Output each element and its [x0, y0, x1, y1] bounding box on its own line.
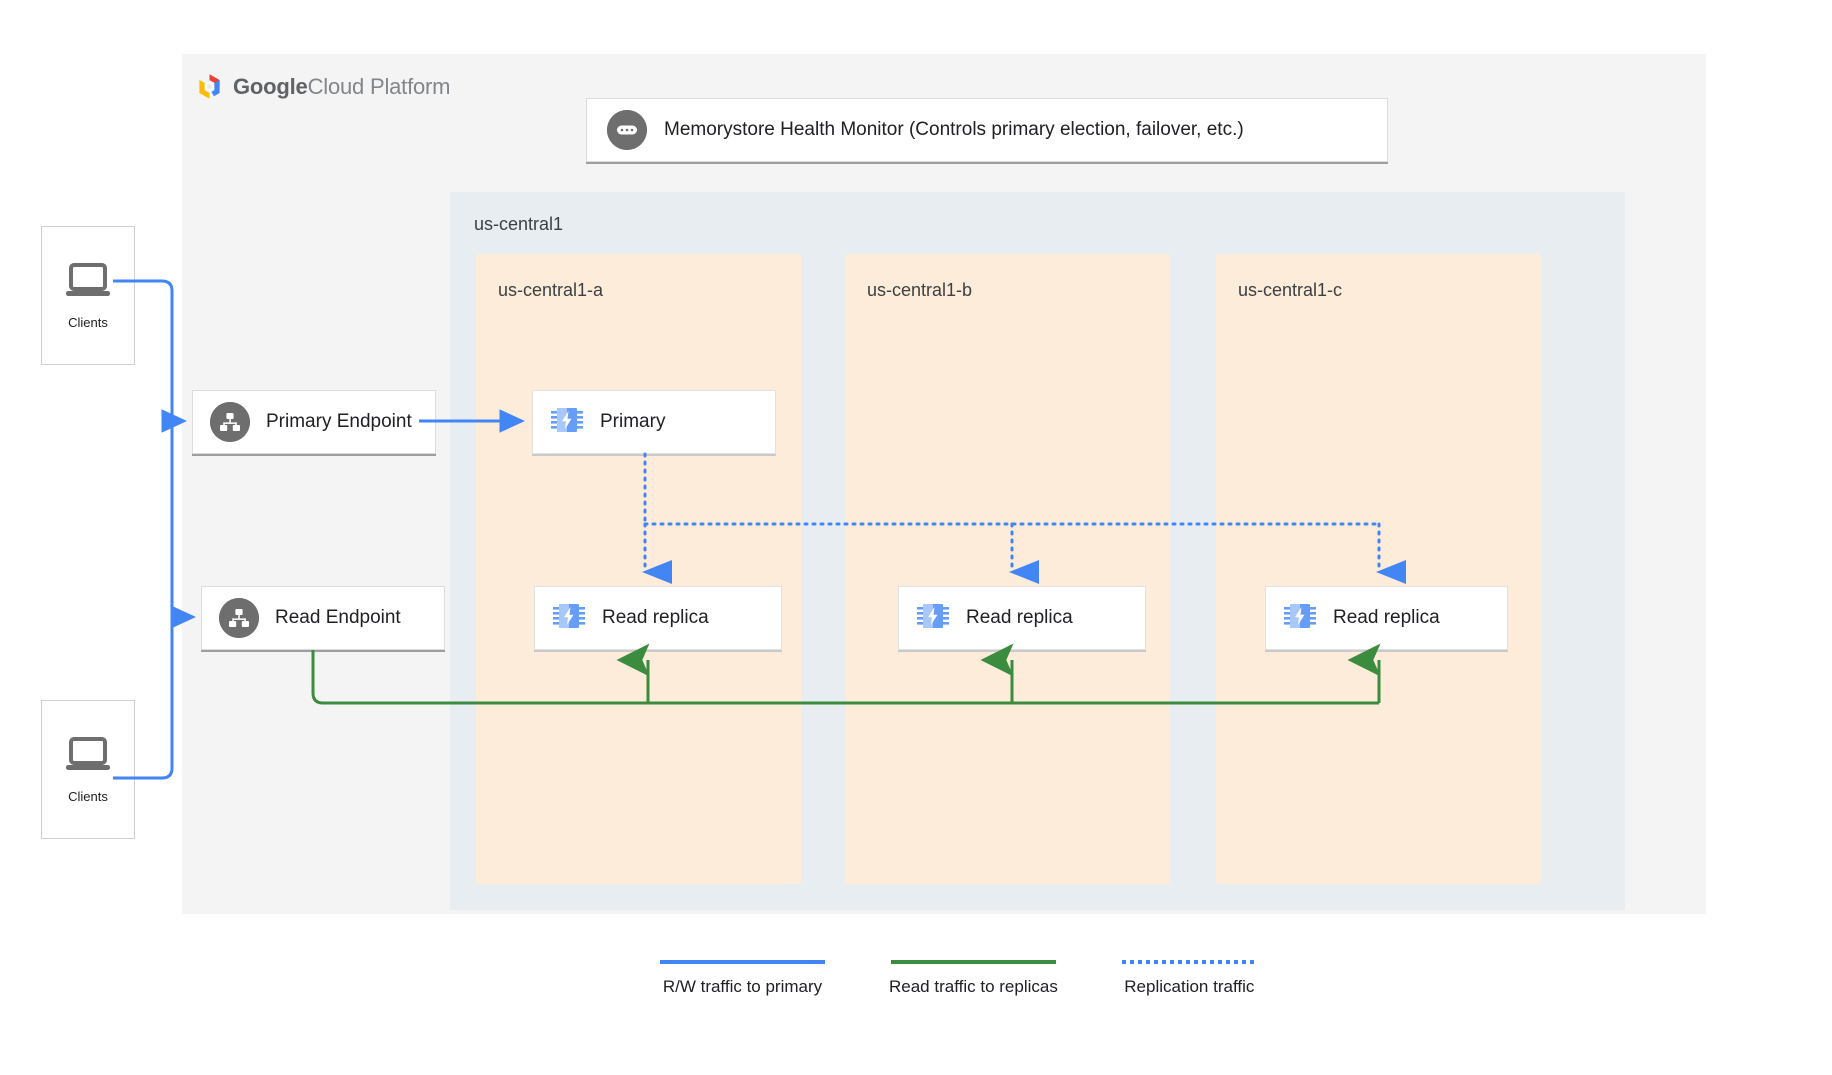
memorystore-chip-icon — [551, 598, 587, 639]
clients-box-top: Clients — [41, 226, 135, 365]
zone-label: us-central1-c — [1238, 280, 1343, 300]
legend: R/W traffic to primary Read traffic to r… — [660, 960, 1257, 997]
zone-us-central1-a: us-central1-a — [476, 254, 801, 884]
legend-item-rw-traffic: R/W traffic to primary — [660, 960, 825, 997]
memorystore-chip-icon — [1282, 598, 1318, 639]
legend-label: Replication traffic — [1124, 977, 1255, 996]
zone-us-central1-c: us-central1-c — [1216, 254, 1541, 884]
node-label: Read replica — [1333, 607, 1440, 628]
node-read-replica-b[interactable]: Read replica — [898, 586, 1146, 650]
laptop-icon — [63, 736, 113, 779]
legend-swatch-blue-dotted — [1121, 960, 1257, 964]
legend-label: R/W traffic to primary — [662, 977, 823, 996]
node-read-replica-a[interactable]: Read replica — [534, 586, 782, 650]
node-label: Read replica — [602, 607, 709, 628]
brand-cloud-platform: Cloud Platform — [307, 73, 451, 99]
clients-label: Clients — [68, 314, 108, 330]
laptop-icon — [63, 262, 113, 305]
health-monitor-icon — [607, 110, 647, 150]
brand-google: Google — [233, 73, 308, 99]
memorystore-chip-icon — [915, 598, 951, 639]
primary-endpoint-label: Primary Endpoint — [266, 411, 412, 432]
primary-endpoint-card[interactable]: Primary Endpoint — [192, 390, 436, 454]
clients-box-bottom: Clients — [41, 700, 135, 839]
node-label: Read replica — [966, 607, 1073, 628]
legend-label: Read traffic to replicas — [889, 977, 1058, 996]
read-endpoint-label: Read Endpoint — [275, 607, 401, 628]
health-monitor-label: Memorystore Health Monitor (Controls pri… — [664, 119, 1244, 140]
zone-label: us-central1-a — [498, 280, 604, 300]
read-endpoint-card[interactable]: Read Endpoint — [201, 586, 445, 650]
legend-item-read-traffic: Read traffic to replicas — [889, 960, 1058, 997]
gcp-wordmark: GoogleCloud Platform — [233, 74, 450, 100]
node-read-replica-c[interactable]: Read replica — [1265, 586, 1508, 650]
node-label: Primary — [600, 411, 666, 432]
zone-us-central1-b: us-central1-b — [845, 254, 1170, 884]
health-monitor-card: Memorystore Health Monitor (Controls pri… — [586, 98, 1388, 162]
memorystore-chip-icon — [549, 402, 585, 443]
zone-label: us-central1-b — [867, 280, 973, 300]
node-primary[interactable]: Primary — [532, 390, 776, 454]
legend-item-replication-traffic: Replication traffic — [1121, 960, 1257, 997]
google-cloud-hexagon-icon — [195, 72, 224, 101]
legend-swatch-blue-solid — [660, 960, 825, 964]
clients-label: Clients — [68, 788, 108, 804]
network-tree-icon — [210, 402, 250, 442]
legend-swatch-green-solid — [890, 960, 1056, 964]
google-cloud-platform-logo: GoogleCloud Platform — [195, 72, 450, 101]
network-tree-icon — [219, 598, 259, 638]
region-label: us-central1 — [474, 214, 564, 234]
